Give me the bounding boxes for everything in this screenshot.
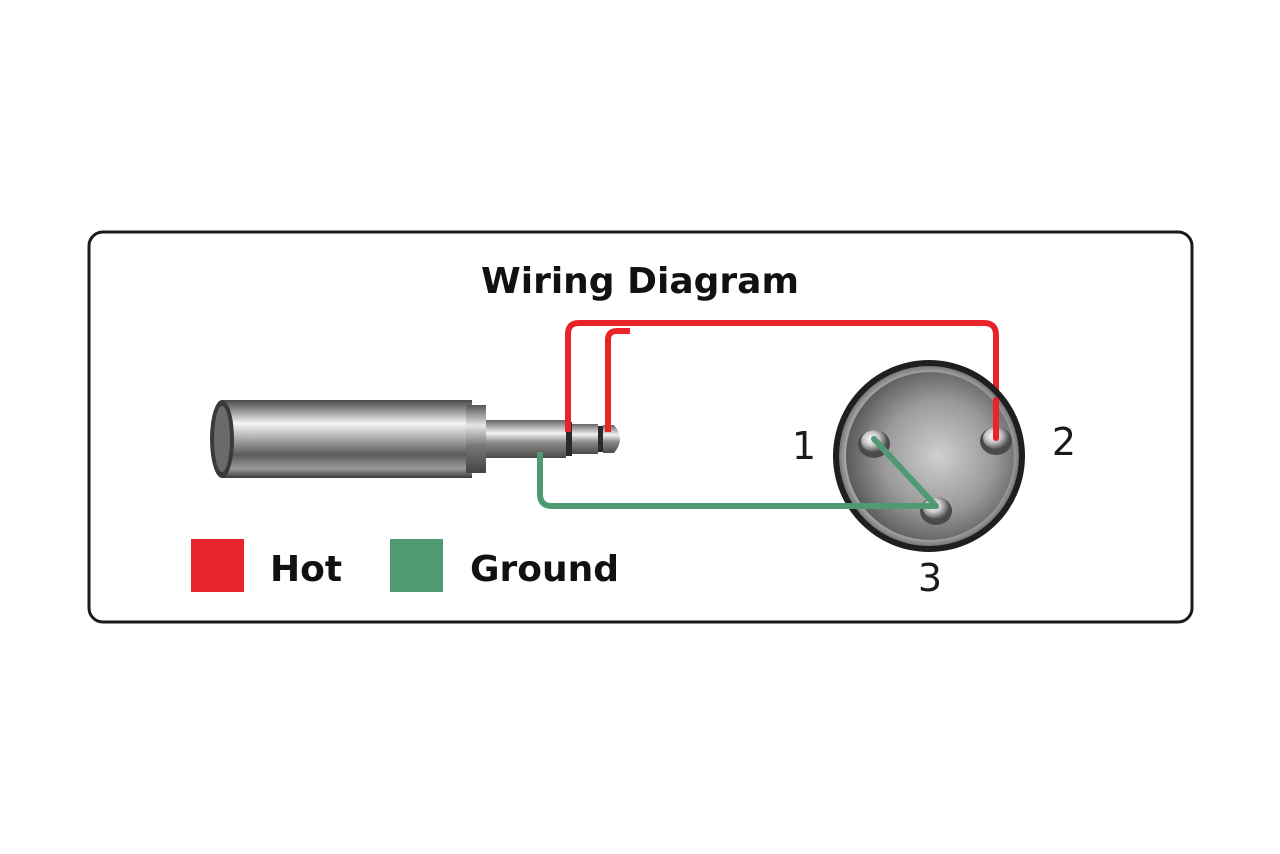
hot-wire-ring [605,328,630,432]
hot-wire-tip [565,320,999,438]
diagram-title: Wiring Diagram [481,261,799,302]
ground-jumper-pin1-pin3 [871,436,939,509]
pin-1-label: 1 [792,424,816,468]
trs-plug-icon [210,400,620,478]
pin-2-label: 2 [1052,420,1076,464]
ground-wire-sleeve [537,452,936,509]
legend: Hot Ground [191,539,619,592]
xlr-pin-3-icon [920,497,952,525]
legend-swatch-ground [390,539,443,592]
pin-3-label: 3 [918,556,942,600]
legend-swatch-hot [191,539,244,592]
legend-label-hot: Hot [270,549,342,590]
legend-label-ground: Ground [470,549,619,590]
xlr-connector-icon [833,360,1025,552]
